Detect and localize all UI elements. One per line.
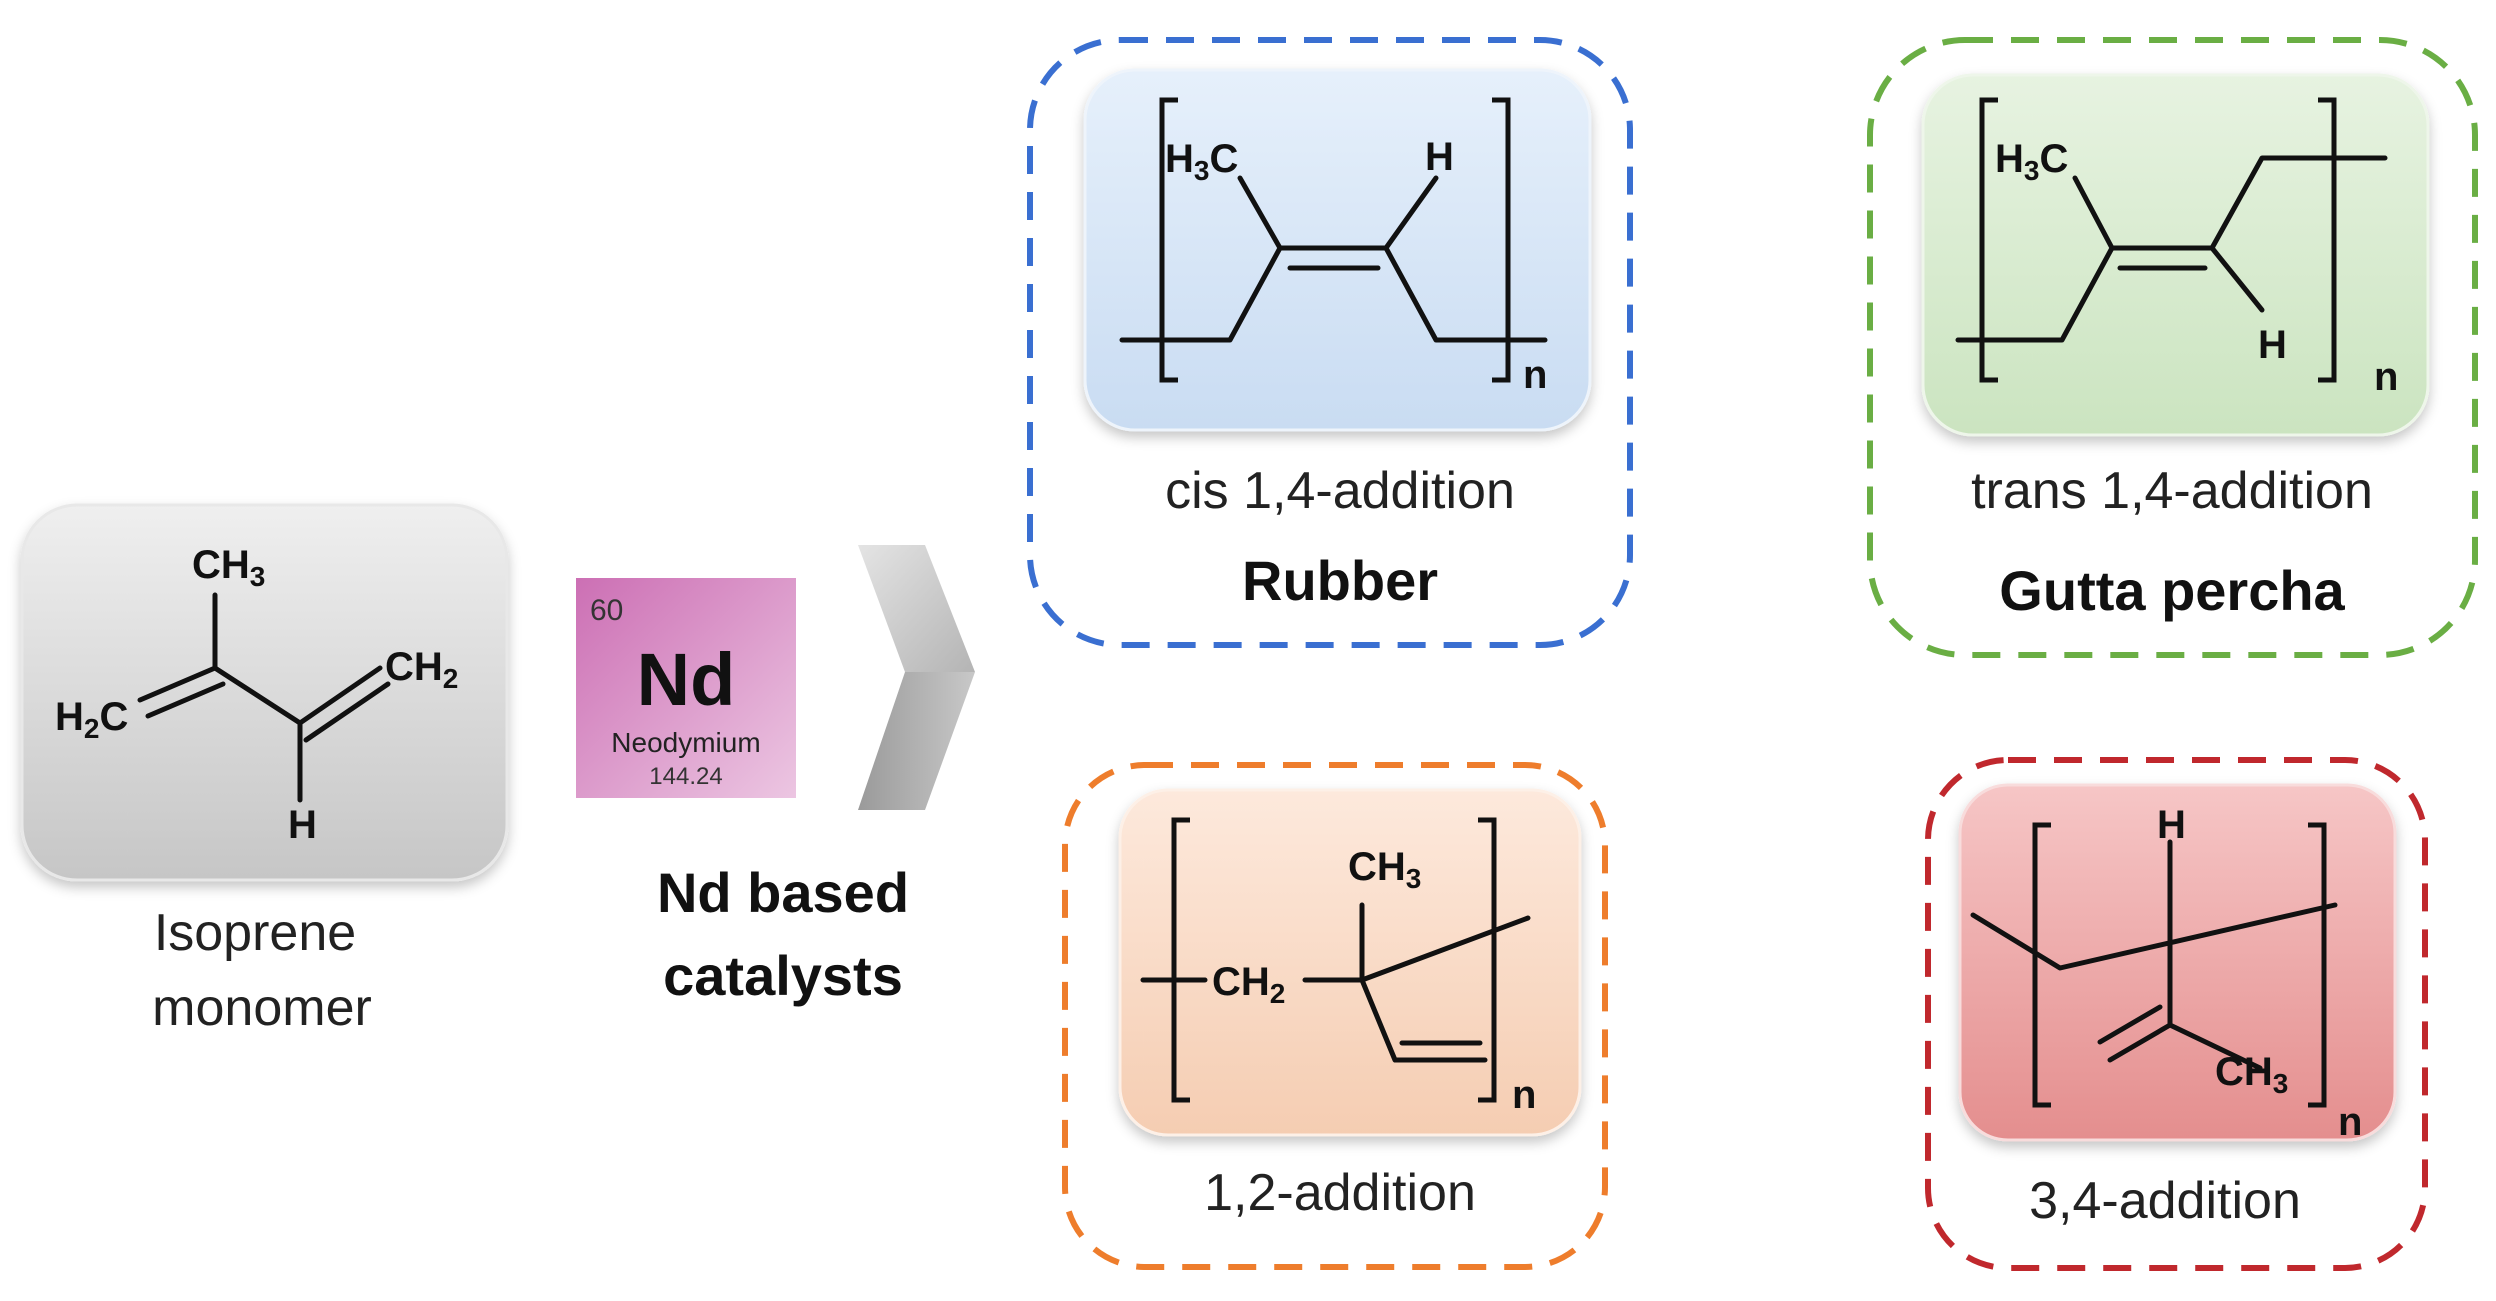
catalyst-label-line1: Nd based xyxy=(657,861,909,924)
add-3-4-group: H CH3 n 3,4-addition xyxy=(1925,757,2428,1271)
add-1-2-group: CH2 CH3 n 1,2-addition xyxy=(1062,762,1608,1270)
trans-1-4-caption: trans 1,4-addition xyxy=(1971,462,2373,520)
trans-1-4-name: Gutta percha xyxy=(1999,559,2345,622)
add-1-2-structure-box xyxy=(1118,788,1582,1137)
add-3-4-bracket-right xyxy=(2308,822,2327,1108)
cis-1-4-caption: cis 1,4-addition xyxy=(1165,462,1515,520)
add-1-2-bracket-left xyxy=(1171,817,1190,1103)
neodymium-tile: 60 Nd Neodymium 144.24 xyxy=(576,578,796,798)
neodymium-number: 60 xyxy=(590,594,623,627)
trans-1-4-repeat-n: n xyxy=(2374,355,2398,399)
neodymium-symbol: Nd xyxy=(637,638,736,721)
monomer-bonds xyxy=(137,592,391,803)
cis-1-4-repeat-n: n xyxy=(1523,353,1547,397)
add-3-4-atom-h: H xyxy=(2157,803,2186,847)
trans-1-4-bracket-right xyxy=(2318,97,2337,383)
neodymium-mass: 144.24 xyxy=(649,763,722,790)
cis-1-4-group: H3C H n cis 1,4-addition Rubber xyxy=(1027,37,1633,648)
trans-1-4-bracket-left xyxy=(1979,97,1998,383)
monomer-group: CH3 H2C CH2 H Isoprene monomer xyxy=(20,503,509,1037)
monomer-atom-bottom: H xyxy=(288,803,317,847)
neodymium-tile-bg xyxy=(576,578,796,798)
add-1-2-dashed-border xyxy=(1062,762,1608,1270)
monomer-label-line2: monomer xyxy=(152,979,372,1037)
cis-1-4-atom-methyl: H3C xyxy=(1165,137,1238,186)
trans-1-4-bonds xyxy=(1955,155,2388,343)
monomer-atom-top: CH3 xyxy=(192,543,265,592)
trans-1-4-group: H3C H n trans 1,4-addition Gutta percha xyxy=(1867,37,2478,658)
add-1-2-bonds xyxy=(1140,902,1531,1063)
cis-1-4-atom-h: H xyxy=(1425,135,1454,179)
monomer-label-line1: Isoprene xyxy=(154,904,356,962)
catalyst-label-line2: catalysts xyxy=(663,944,903,1007)
add-3-4-structure-box xyxy=(1958,783,2397,1142)
cis-1-4-bracket-left xyxy=(1159,97,1178,383)
cis-1-4-dashed-border xyxy=(1027,37,1633,648)
add-3-4-bonds xyxy=(1970,839,2338,1071)
add-1-2-atom-ch2: CH2 xyxy=(1212,960,1285,1009)
trans-1-4-dashed-border xyxy=(1867,37,2478,658)
add-3-4-caption: 3,4-addition xyxy=(2029,1172,2301,1230)
trans-1-4-structure-box xyxy=(1921,73,2430,437)
add-3-4-dashed-border xyxy=(1925,757,2428,1271)
cis-1-4-name: Rubber xyxy=(1242,549,1438,612)
add-1-2-caption: 1,2-addition xyxy=(1204,1164,1476,1222)
add-1-2-repeat-n: n xyxy=(1512,1073,1536,1117)
neodymium-name: Neodymium xyxy=(611,727,760,758)
monomer-box xyxy=(20,503,509,882)
add-1-2-bracket-right xyxy=(1478,817,1497,1103)
add-3-4-repeat-n: n xyxy=(2338,1100,2362,1144)
add-3-4-bracket-left xyxy=(2032,822,2051,1108)
cis-1-4-bracket-right xyxy=(1492,97,1511,383)
cis-1-4-bonds xyxy=(1119,175,1548,343)
chevron-arrow-icon xyxy=(858,545,975,810)
trans-1-4-atom-h: H xyxy=(2258,323,2287,367)
